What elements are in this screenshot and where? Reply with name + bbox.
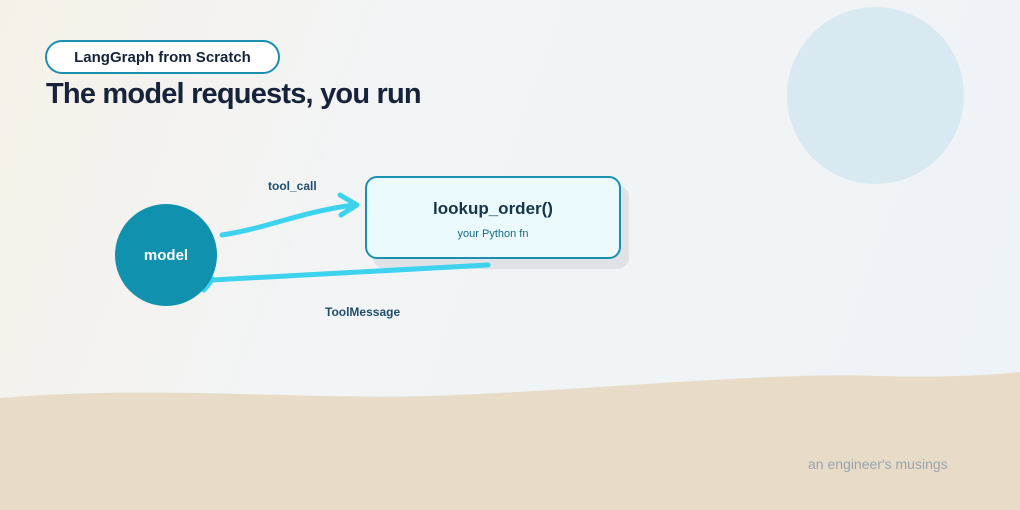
function-node: lookup_order() your Python fn — [365, 176, 621, 259]
footer-signature: an engineer's musings — [808, 456, 948, 472]
function-node-subtitle: your Python fn — [457, 228, 529, 240]
tool-call-label: tool_call — [268, 179, 317, 193]
function-node-name: lookup_order() — [433, 199, 553, 218]
tool-message-label: ToolMessage — [325, 305, 401, 319]
model-node-label: model — [143, 246, 189, 264]
decorative-circle — [787, 7, 964, 184]
model-node: model — [115, 204, 217, 306]
series-pill-label: LangGraph from Scratch — [74, 48, 251, 66]
page-title: The model requests, you run — [46, 78, 422, 110]
tool-call-arrow — [219, 192, 360, 238]
series-pill: LangGraph from Scratch — [45, 40, 280, 74]
tool-message-arrow — [201, 262, 491, 293]
